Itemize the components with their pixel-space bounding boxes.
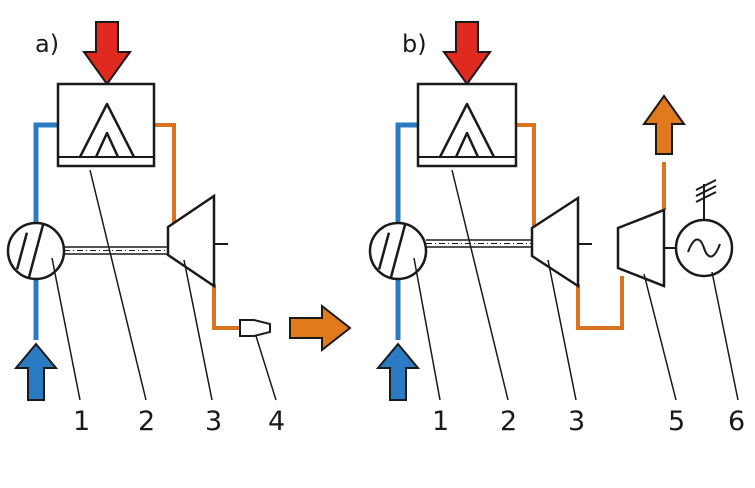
shaft [64, 246, 168, 255]
combustion-chamber [416, 82, 518, 168]
compressor [368, 221, 428, 281]
callout-1: 1 [73, 406, 90, 437]
panel-b: b) [368, 21, 745, 437]
generator [674, 179, 734, 278]
leader-lines-b [413, 169, 739, 401]
callout-1: 1 [432, 406, 449, 437]
shaft [426, 239, 532, 248]
hot-gas-pipe [516, 123, 536, 230]
callout-4: 4 [268, 406, 285, 437]
power-turbine [616, 208, 676, 288]
nozzle [239, 319, 271, 337]
panel-a-label: a) [35, 30, 59, 58]
callout-2: 2 [500, 406, 517, 437]
callout-2: 2 [138, 406, 155, 437]
air-inlet-arrow [375, 342, 421, 401]
cold-air-pipe [395, 122, 418, 222]
callout-6: 6 [728, 406, 745, 437]
callout-5: 5 [668, 406, 685, 437]
hot-gas-pipe [154, 123, 176, 230]
exhaust-pipe [212, 284, 240, 330]
panel-a: a) [6, 21, 352, 437]
turbine [166, 193, 228, 289]
callout-3: 3 [205, 406, 222, 437]
air-inlet-arrow [13, 342, 59, 401]
interstage-pipe [576, 276, 624, 330]
thrust-output-arrow [289, 303, 352, 353]
compressor [6, 221, 66, 281]
leader-lines-a [51, 169, 277, 401]
callout-3: 3 [568, 406, 585, 437]
panel-b-label: b) [402, 30, 427, 58]
heat-input-arrow [82, 21, 132, 86]
heat-input-arrow [442, 21, 492, 86]
compressor-turbine [530, 195, 592, 289]
exhaust-output-arrow [642, 94, 686, 155]
cold-air-pipe [33, 122, 58, 222]
combustion-chamber [56, 82, 156, 168]
